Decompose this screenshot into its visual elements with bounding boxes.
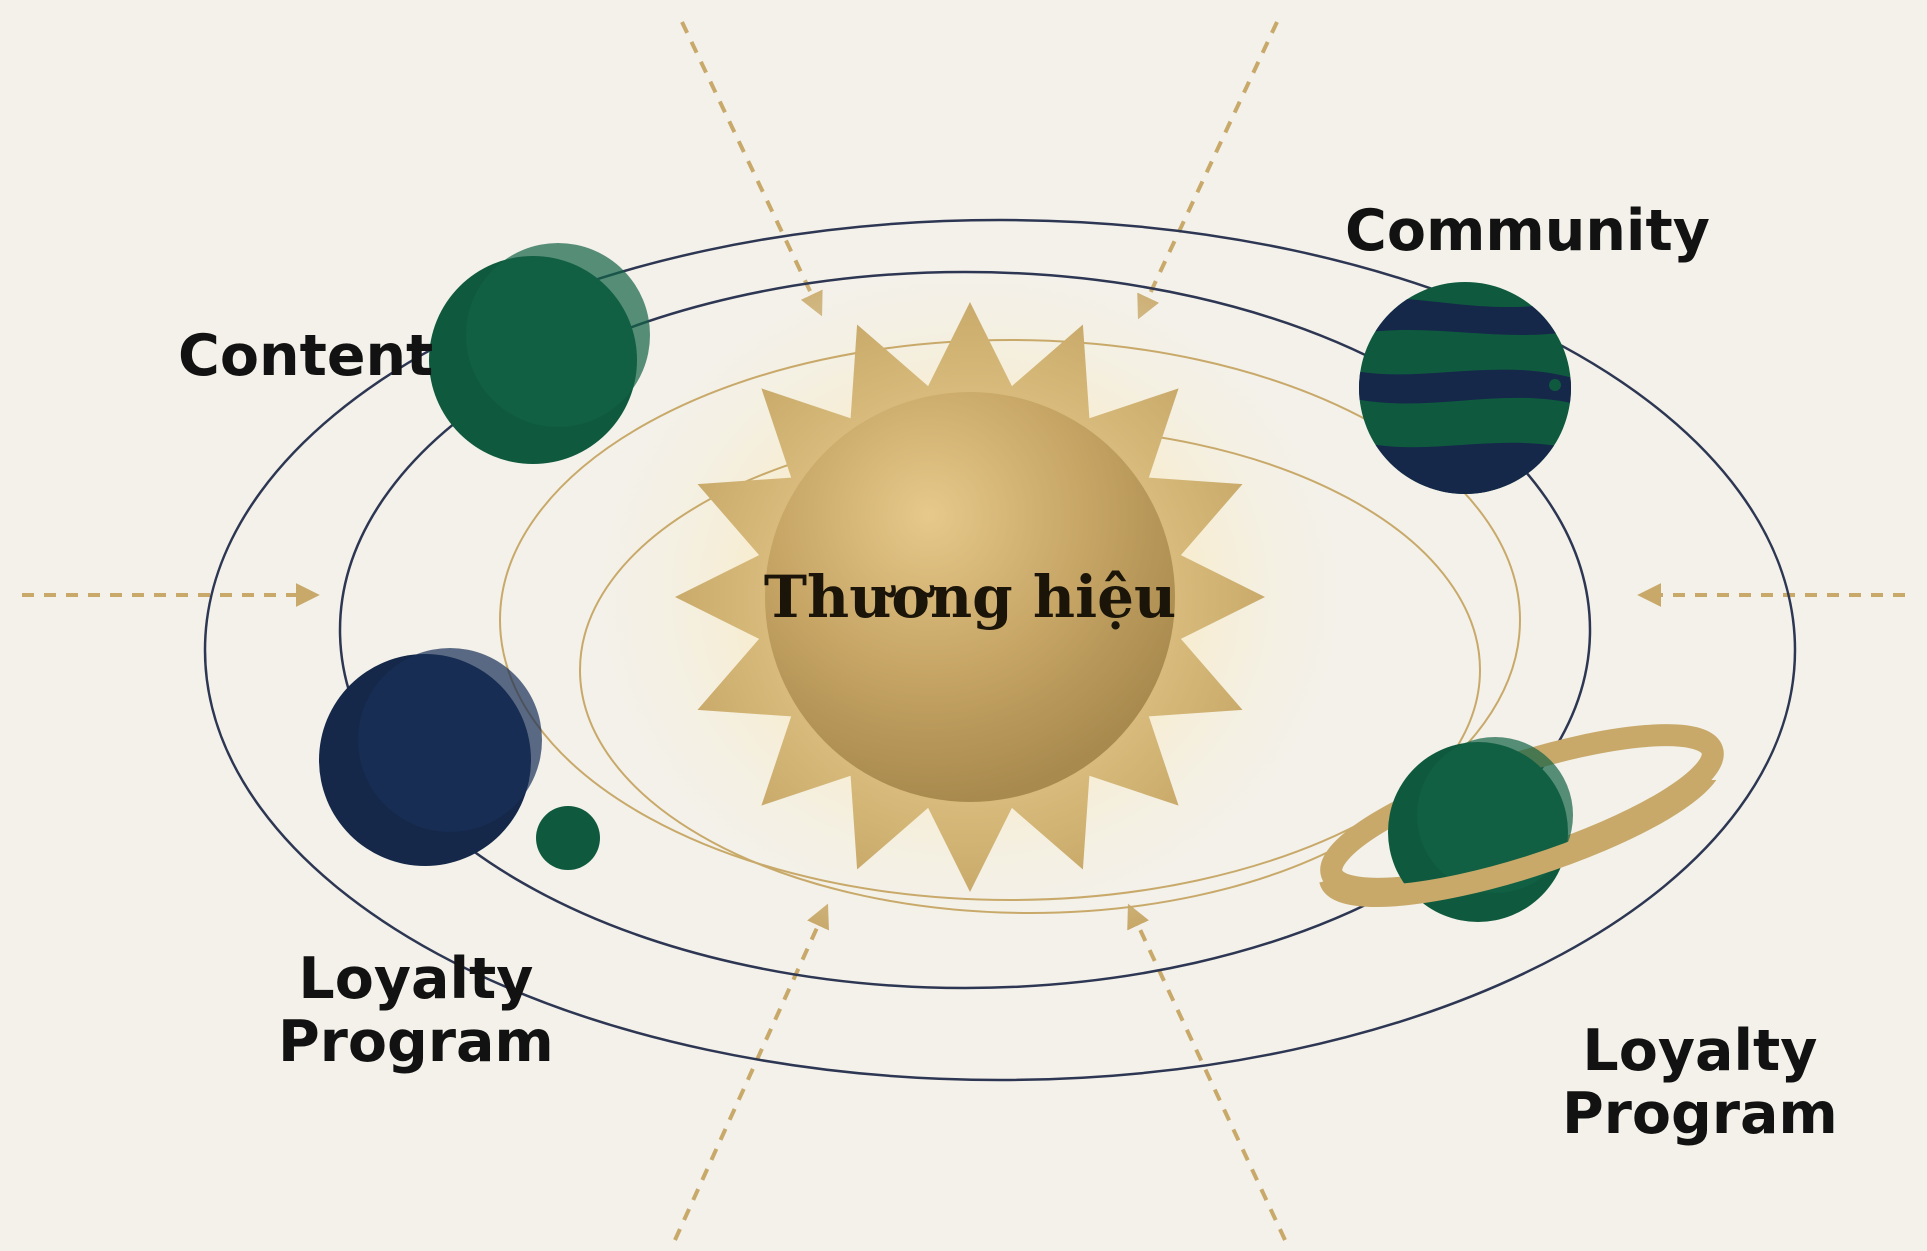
arrows xyxy=(22,21,1905,1241)
orbit-third xyxy=(499,339,1521,901)
planet-loyalty-left xyxy=(319,648,542,866)
arrow-top-right xyxy=(1137,21,1279,320)
center-label: Thương hiệu xyxy=(763,563,1177,631)
arrow-bottom-left xyxy=(673,903,829,1241)
orbit-outer xyxy=(203,218,1797,1082)
planet-community xyxy=(1359,282,1571,494)
planet-loyalty-right xyxy=(1319,724,1724,922)
loyalty-right-line2: Program xyxy=(1562,1080,1838,1147)
planet-label-loyalty-left: Loyalty Program xyxy=(278,948,554,1073)
loyalty-left-line1: Loyalty xyxy=(298,946,534,1012)
sun-core xyxy=(765,392,1175,802)
loyalty-right-line1: Loyalty xyxy=(1582,1018,1818,1084)
planet-label-loyalty-right: Loyalty Program xyxy=(1562,1020,1838,1145)
arrow-top-left xyxy=(680,21,823,317)
planet-content xyxy=(429,243,650,464)
loyalty-left-line2: Program xyxy=(278,1008,554,1075)
moon xyxy=(536,806,600,870)
arrow-bottom-right xyxy=(1127,903,1287,1241)
orbit-second xyxy=(338,270,1592,990)
planet-label-content: Content xyxy=(178,323,434,389)
planet-label-community: Community xyxy=(1345,198,1710,264)
